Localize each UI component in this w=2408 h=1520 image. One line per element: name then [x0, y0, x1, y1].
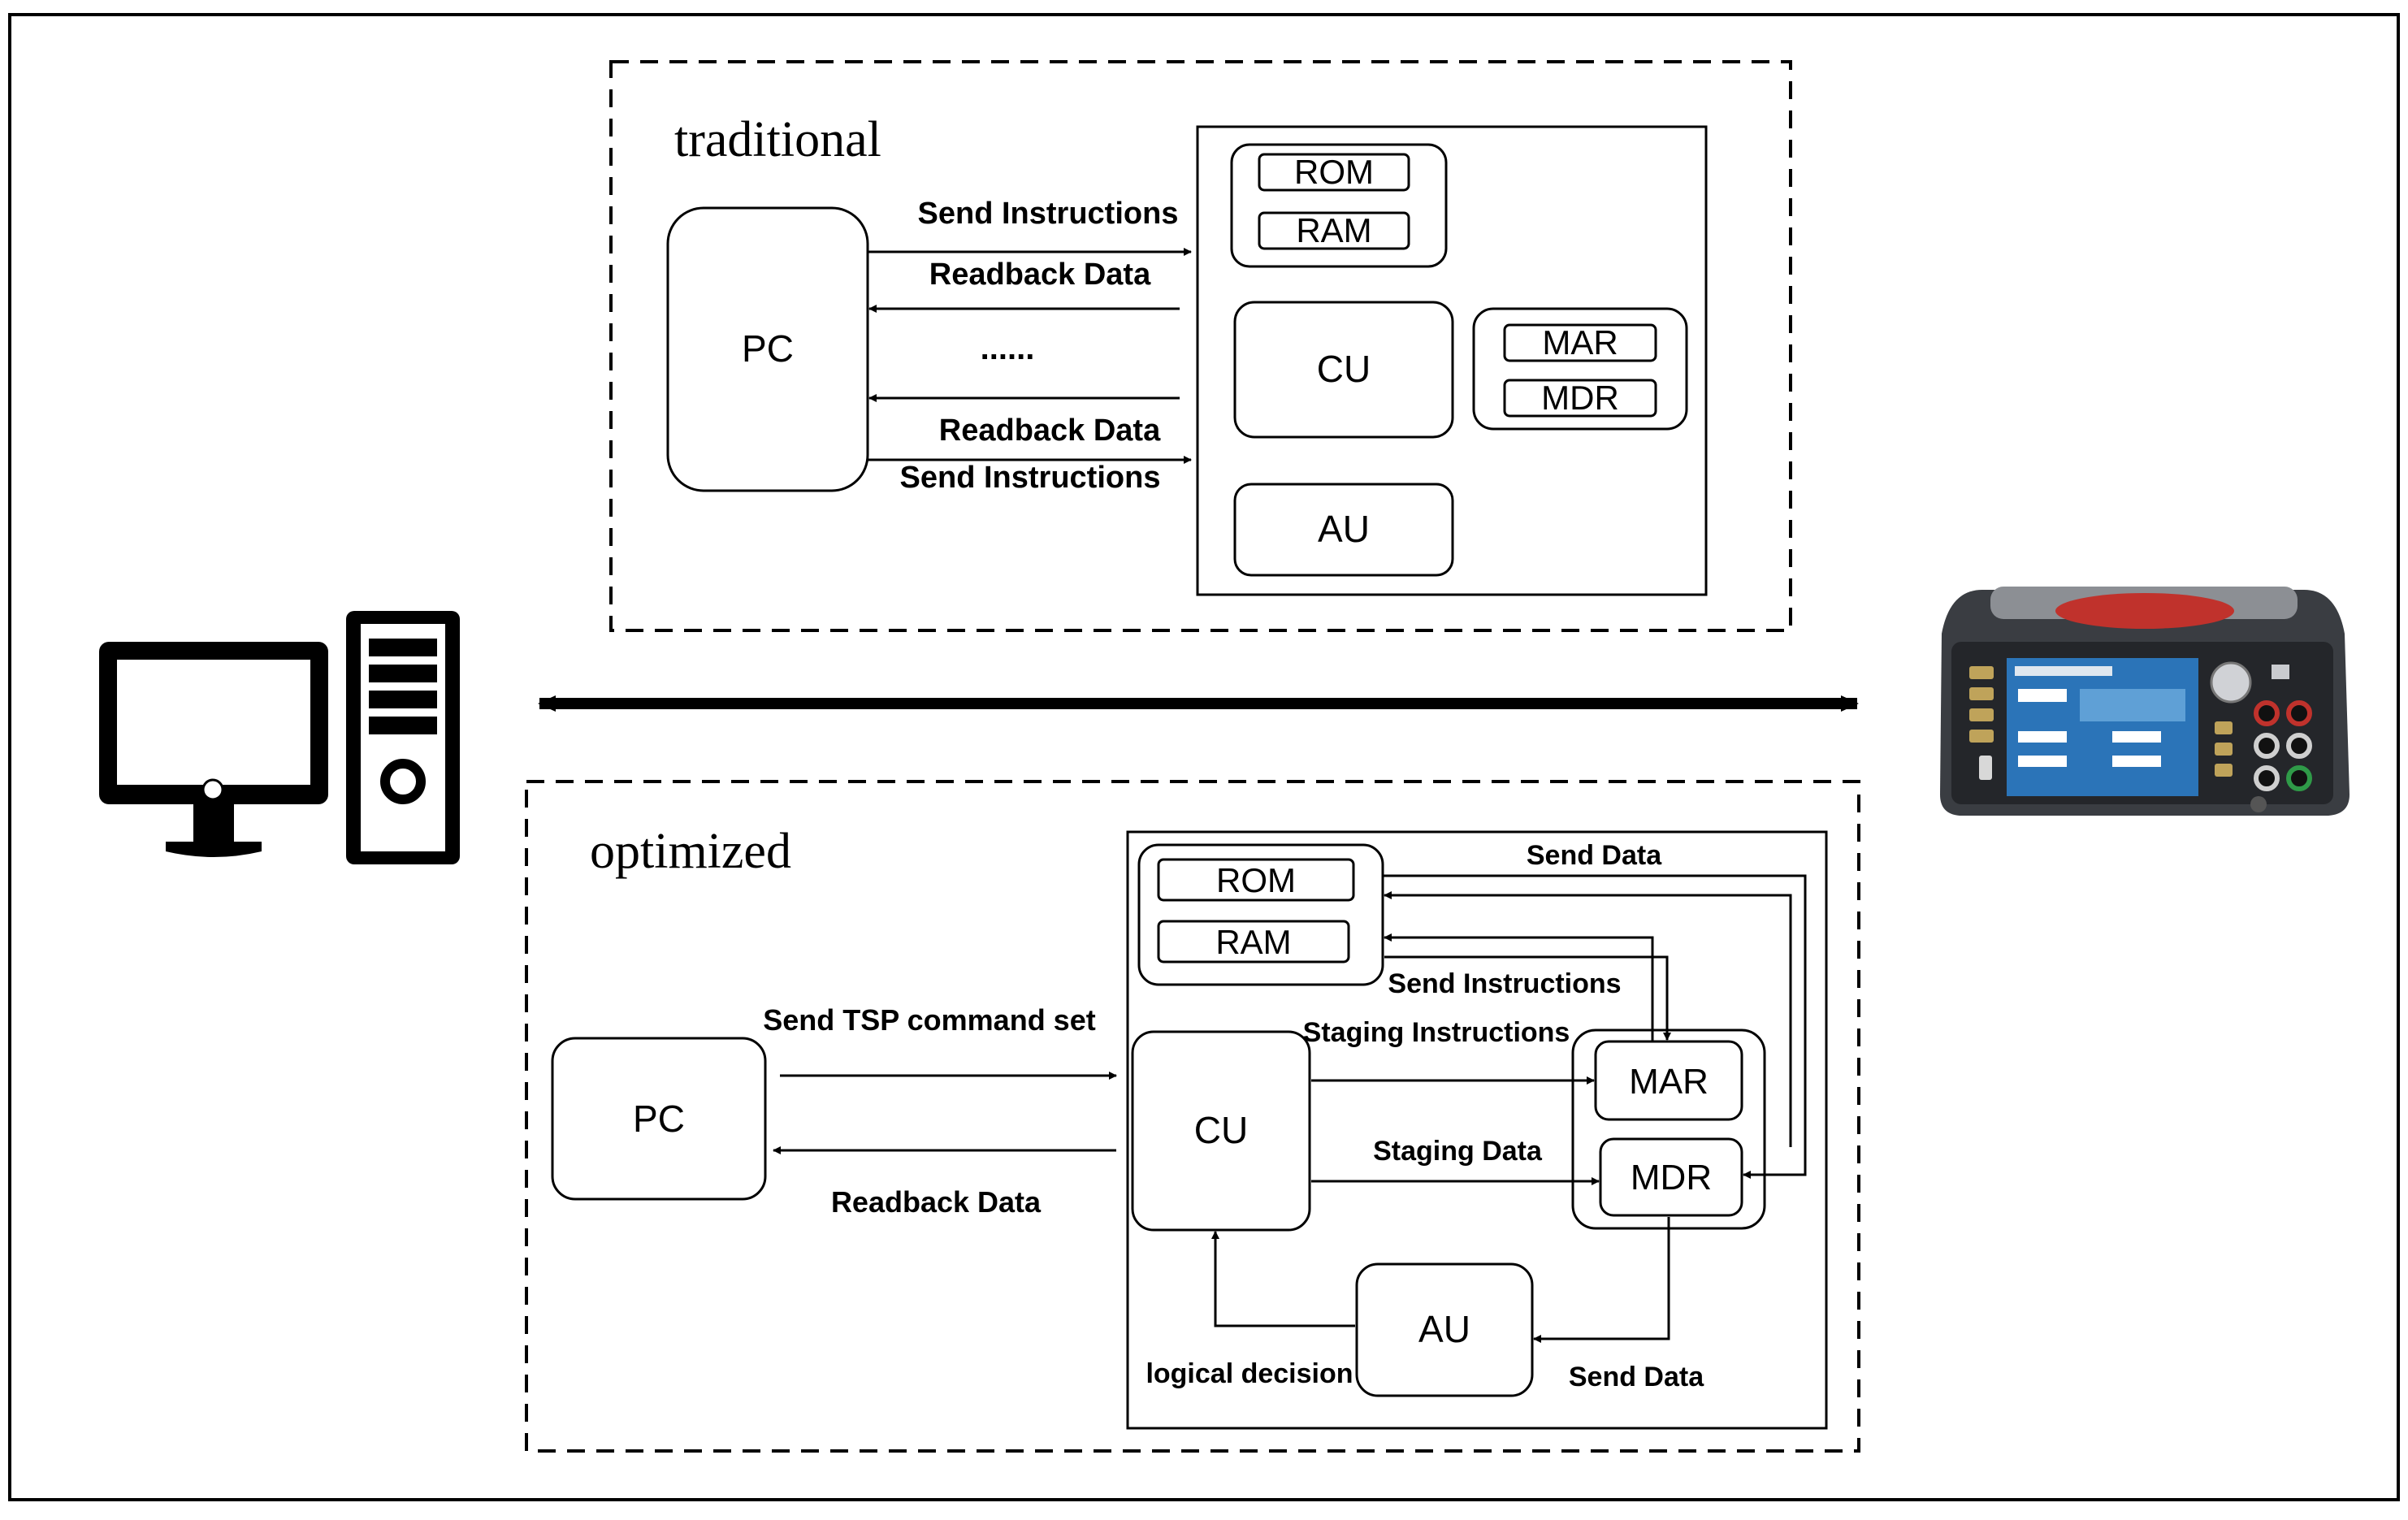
traditional-au-box	[1233, 483, 1454, 577]
optimized-send-tsp-label: Send TSP command set	[763, 1003, 1095, 1037]
optimized-staging-instructions-arrow	[1384, 933, 1654, 1041]
traditional-readback-label-bottom: Readback Data	[939, 414, 1161, 448]
traditional-send-instructions-label-bottom: Send Instructions	[900, 461, 1161, 495]
optimized-staging-data-label: Staging Data	[1373, 1136, 1543, 1167]
optimized-mar-label: MAR	[1629, 1062, 1709, 1102]
traditional-memory-group	[1230, 143, 1448, 268]
optimized-cpu-block	[1126, 830, 1828, 1430]
optimized-logical-decision-arrow	[1211, 1231, 1355, 1327]
optimized-staging-instructions-label: Staging Instructions	[1303, 1017, 1570, 1048]
optimized-pc-label: PC	[633, 1098, 685, 1140]
traditional-cu-label: CU	[1317, 348, 1371, 390]
optimized-rom-label: ROM	[1216, 861, 1296, 899]
optimized-au-label: AU	[1418, 1308, 1470, 1350]
traditional-cu-box	[1233, 301, 1454, 439]
traditional-mdr-label: MDR	[1541, 379, 1619, 417]
traditional-title: traditional	[674, 112, 881, 167]
traditional-cpu-block	[1196, 125, 1708, 596]
traditional-register-group	[1472, 307, 1688, 431]
traditional-ram-box	[1258, 211, 1410, 250]
traditional-au-label: AU	[1318, 508, 1370, 550]
optimized-title: optimized	[590, 824, 791, 879]
traditional-mar-label: MAR	[1542, 323, 1618, 362]
traditional-pc-box	[666, 206, 869, 492]
optimized-ram-box	[1157, 920, 1350, 964]
optimized-memory-group	[1137, 843, 1384, 986]
optimized-send-data-label-bottom: Send Data	[1569, 1362, 1704, 1392]
optimized-send-data-label-top: Send Data	[1527, 840, 1662, 871]
traditional-ellipsis: ......	[981, 331, 1035, 366]
optimized-dashed-border	[525, 780, 1860, 1453]
outer-frame	[8, 13, 2400, 1501]
optimized-ram-label: RAM	[1215, 923, 1291, 961]
traditional-rom-box	[1258, 153, 1410, 192]
optimized-mdr-label: MDR	[1631, 1158, 1712, 1197]
optimized-cu-box	[1131, 1030, 1311, 1232]
traditional-panel: traditional PC Send Instructions Readbac…	[609, 60, 1792, 632]
optimized-rom-box	[1157, 858, 1355, 902]
traditional-readback-label-top: Readback Data	[929, 258, 1151, 292]
optimized-pc-box	[551, 1037, 767, 1201]
source-measure-instrument-icon	[1940, 587, 2350, 816]
optimized-send-data-to-au-arrow	[1533, 1217, 1670, 1343]
traditional-rom-label: ROM	[1294, 153, 1374, 191]
traditional-send-instructions-label-top: Send Instructions	[918, 197, 1179, 231]
traditional-dashed-border	[609, 60, 1792, 632]
traditional-mdr-box	[1503, 379, 1657, 418]
optimized-send-instructions-arrow	[1384, 955, 1671, 1041]
optimized-send-data-return-arrow	[1384, 891, 1792, 1147]
optimized-mar-box	[1594, 1040, 1743, 1121]
optimized-send-data-outer-arrow	[1383, 874, 1807, 1179]
desktop-computer-icon	[99, 611, 460, 864]
optimized-au-box	[1355, 1262, 1534, 1397]
optimized-cu-label: CU	[1194, 1109, 1248, 1151]
optimized-send-instructions-label: Send Instructions	[1388, 968, 1621, 999]
optimized-mdr-box	[1599, 1137, 1743, 1217]
traditional-pc-label: PC	[742, 327, 794, 370]
traditional-ram-label: RAM	[1296, 211, 1371, 249]
optimized-panel: optimized PC Send TSP command set Readba…	[525, 780, 1860, 1453]
optimized-readback-label: Readback Data	[831, 1185, 1042, 1219]
optimized-logical-decision-label: logical decision	[1146, 1358, 1353, 1389]
traditional-mar-box	[1503, 323, 1657, 362]
